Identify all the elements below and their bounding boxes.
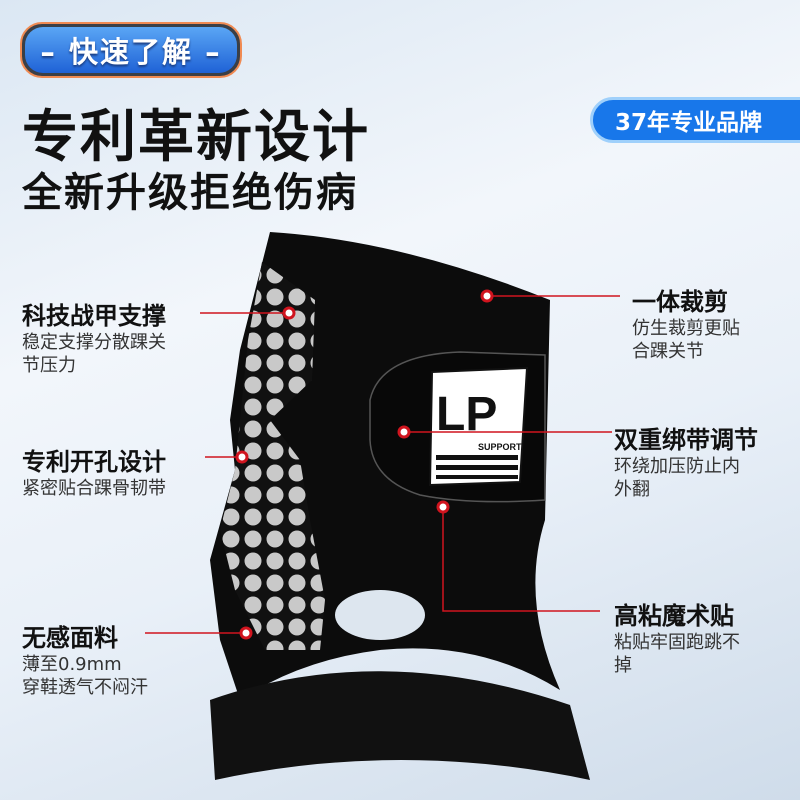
feature-desc: 紧密贴合踝骨韧带 [22,478,166,499]
feature-desc: 外翻 [614,479,650,500]
feature-desc: 稳定支撑分散踝关 [22,332,166,353]
quick-overview-label: – 快速了解 – [25,27,237,73]
pointer-dots [235,289,494,640]
feature-dual-strap: 双重绑带调节 环绕加压防止内 外翻 [614,420,758,501]
feature-armor-support: 科技战甲支撑 稳定支撑分散踝关 节压力 [22,296,166,377]
feature-title: 高粘魔术贴 [614,602,734,630]
feature-title: 双重绑带调节 [614,426,758,454]
feature-patent-opening: 专利开孔设计 紧密贴合踝骨韧带 [22,442,166,500]
ankle-brace: LP SUPPORT [210,232,590,780]
feature-velcro: 高粘魔术贴 粘贴牢固跑跳不 掉 [614,596,740,677]
feature-desc: 粘贴牢固跑跳不 [614,632,740,653]
feature-desc: 穿鞋透气不闷汗 [22,677,148,698]
feature-title: 一体裁剪 [632,288,728,316]
brand-logo-sub: SUPPORT [478,442,522,452]
feature-desc: 仿生裁剪更贴 [632,318,740,339]
brand-logo: LP [436,388,497,441]
feature-desc: 薄至0.9mm [22,654,122,675]
feature-title: 无感面料 [22,624,118,652]
feature-desc: 掉 [614,655,632,676]
feature-desc: 环绕加压防止内 [614,456,740,477]
feature-fabric: 无感面料 薄至0.9mm 穿鞋透气不闷汗 [22,618,148,699]
quick-overview-badge: – 快速了解 – [20,22,242,78]
feature-desc: 合踝关节 [632,341,704,362]
page-subtitle: 全新升级拒绝伤病 [22,170,358,216]
feature-desc: 节压力 [22,355,76,376]
brand-years-badge: 37年专业品牌 [590,97,800,143]
feature-one-piece-cut: 一体裁剪 仿生裁剪更贴 合踝关节 [632,282,740,363]
feature-title: 科技战甲支撑 [22,302,166,330]
page-title: 专利革新设计 [22,105,370,170]
feature-title: 专利开孔设计 [22,448,166,476]
